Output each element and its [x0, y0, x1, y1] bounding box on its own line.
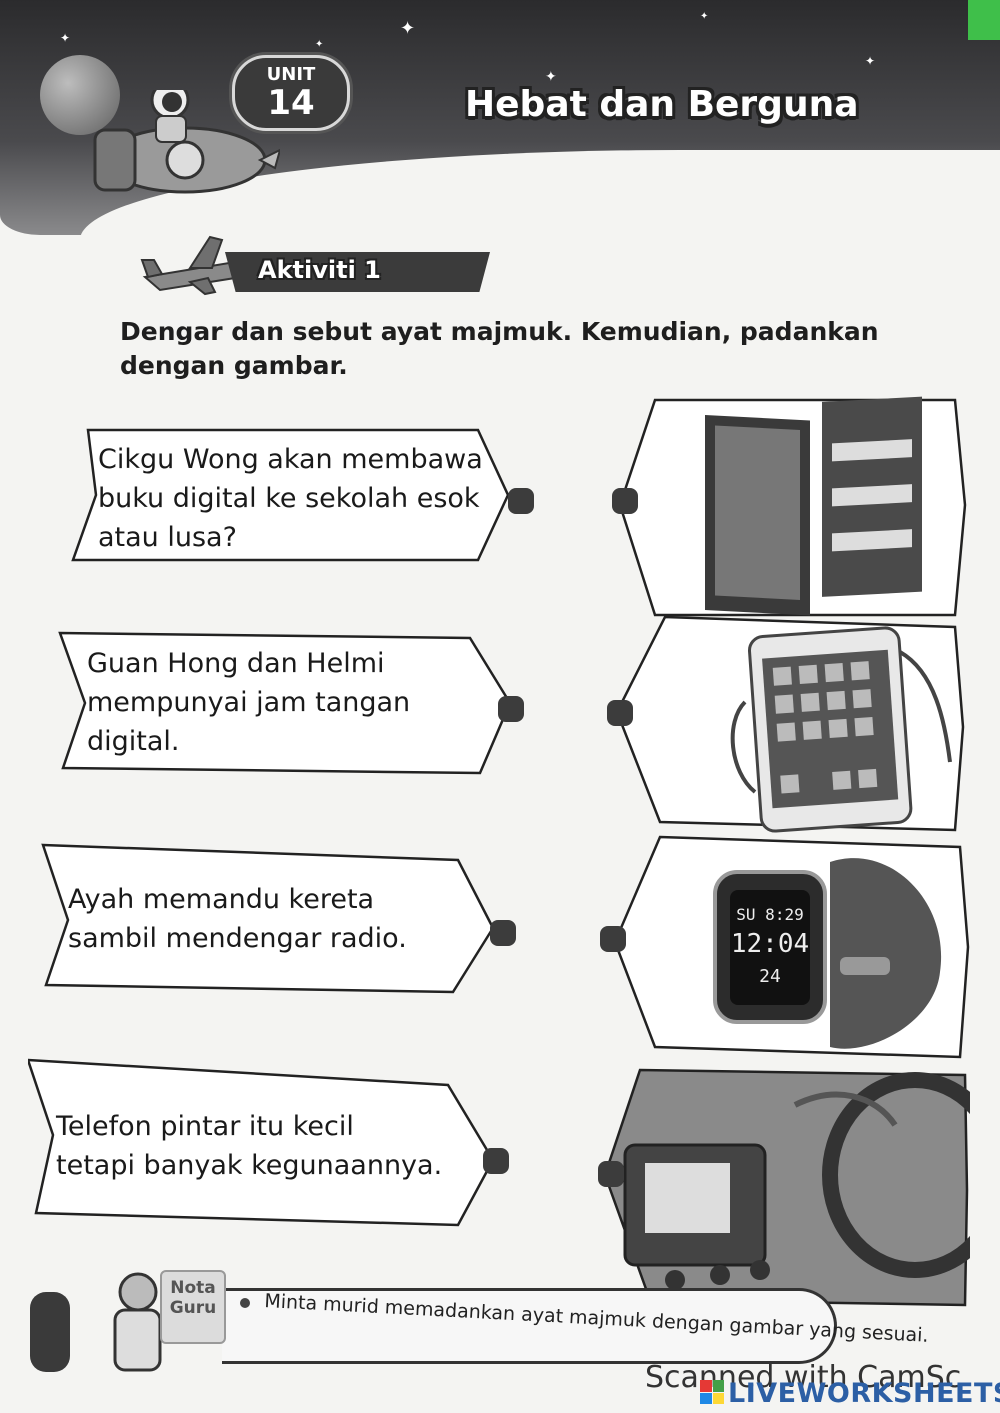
footer-note-bar [222, 1288, 837, 1364]
nota-guru-badge: Nota Guru [160, 1270, 226, 1344]
liveworksheets-brand: LIVEWORKSHEETS [728, 1378, 1000, 1409]
smartphone-icon [615, 615, 965, 833]
connector-dot[interactable] [490, 920, 516, 946]
star-icon: ✦ [60, 31, 71, 45]
connector-dot[interactable] [508, 488, 534, 514]
liveworksheets-logo-icon [700, 1380, 724, 1404]
unit-label: UNIT [266, 64, 316, 85]
connector-dot[interactable] [483, 1148, 509, 1174]
watch-time: 12:04 [731, 929, 809, 959]
car-radio-icon [603, 1068, 970, 1307]
bullet-icon [240, 1298, 250, 1308]
card-outline [41, 843, 495, 994]
unit-title: Hebat dan Berguna [465, 84, 859, 125]
activity-label: Aktiviti 1 [258, 256, 381, 284]
connector-dot[interactable] [498, 696, 524, 722]
sentence-card-4: Telefon pintar itu kecil tetapi banyak k… [28, 1055, 528, 1230]
page-edge [968, 0, 1000, 40]
sentence-text: Ayah memandu kereta sambil mendengar rad… [68, 884, 407, 954]
planet-icon [40, 55, 120, 135]
picture-card-3: SU 8:29 12:04 24 [600, 832, 970, 1062]
sentence-card-2: Guan Hong dan Helmi mempunyai jam tangan… [55, 628, 535, 778]
sentence-text: Telefon pintar itu kecil tetapi banyak k… [56, 1111, 443, 1181]
smartwatch-icon: SU 8:29 12:04 24 [613, 835, 970, 1059]
sentence-card-1: Cikgu Wong akan membawa buku digital ke … [68, 420, 538, 570]
card-outline [71, 428, 510, 562]
star-icon: ✦ [545, 69, 557, 85]
star-icon: ✦ [400, 18, 416, 39]
picture-card-2 [605, 612, 970, 837]
sentence-text: Guan Hong dan Helmi mempunyai jam tangan… [87, 648, 411, 757]
activity-ribbon [225, 252, 490, 292]
connector-dot[interactable] [607, 700, 633, 726]
ebook-reader-icon [618, 396, 967, 617]
card-outline [58, 631, 512, 775]
connector-dot[interactable] [600, 926, 626, 952]
teacher-astronaut-icon [30, 1272, 162, 1372]
star-icon: ✦ [700, 11, 709, 22]
watch-day: SU 8:29 [736, 905, 803, 924]
picture-card-1 [610, 395, 970, 620]
star-icon: ✦ [865, 54, 876, 68]
connector-dot[interactable] [598, 1161, 624, 1187]
watch-date: 24 [759, 966, 781, 987]
picture-card-4 [595, 1065, 970, 1310]
activity-instruction: Dengar dan sebut ayat majmuk. Kemudian, … [120, 317, 879, 380]
star-icon: ✦ [315, 39, 324, 50]
nota-guru-label: Nota Guru [169, 1278, 217, 1318]
unit-badge: UNIT 14 [232, 55, 350, 131]
astronaut-rocket-icon [93, 90, 280, 194]
unit-number: 14 [267, 83, 315, 123]
sentence-card-3: Ayah memandu kereta sambil mendengar rad… [38, 840, 528, 1000]
connector-dot[interactable] [612, 488, 638, 514]
card-outline [28, 1058, 495, 1227]
sentence-text: Cikgu Wong akan membawa buku digital ke … [98, 444, 483, 553]
scanned-watermark: Scanned with CamSc [645, 1360, 962, 1395]
